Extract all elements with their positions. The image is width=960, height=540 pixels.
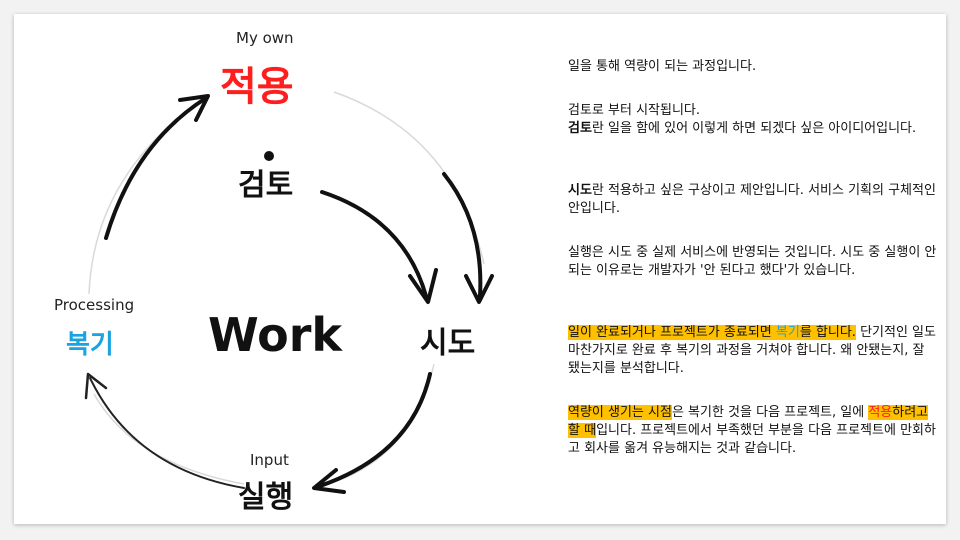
execute-title: 실행 [238,480,294,515]
slide: My own 적용 검토 시도 Processing 복기 Work Input… [14,14,946,524]
arrow-head-apply-to-try [464,274,494,304]
note-review-line1: 검토로 부터 시작됩니다. [568,103,700,118]
note-reflect-hl-word: 복기 [775,325,800,340]
arrow-execute-to-reflect [89,377,245,489]
work-center-title: Work [208,308,342,362]
arc-left-top [88,98,205,295]
review-title: 검토 [238,168,294,203]
arrow-head-try-to-execute [312,468,346,494]
arc-right-bottom [333,363,435,483]
arrow-head-execute-to-reflect [84,372,108,400]
note-capability: 역량이 생기는 시점은 복기한 것을 다음 프로젝트, 일에 적용하려고 할 때… [568,404,938,458]
arrow-head-review-to-try [408,268,438,304]
note-capability-mid: 은 복기한 것을 다음 프로젝트, 일에 [671,405,869,420]
note-try-term: 시도 [568,183,592,198]
apply-title: 적용 [220,64,294,110]
arrow-review-to-try [320,190,428,298]
note-capability-hl-word: 적용 [868,405,893,420]
cycle-arrows [84,91,494,494]
note-try: 시도란 적용하고 싶은 구상이고 제안입니다. 서비스 기획의 구체적인 안입니… [568,182,938,218]
arc-top-right [333,91,485,265]
note-review: 검토로 부터 시작됩니다. 검토란 일을 함에 있어 이렇게 하면 되겠다 싶은… [568,102,938,138]
note-execute: 실행은 시도 중 실제 서비스에 반영되는 것입니다. 시도 중 실행이 안 되… [568,245,937,278]
note-review-term: 검토 [568,121,592,136]
arc-bottom-left [93,393,245,485]
try-title: 시도 [420,326,476,361]
arrow-apply-to-try [442,172,483,298]
note-reflect-hl-a: 일이 완료되거나 프로젝트가 종료되면 [568,325,776,340]
arrow-head-reflect-to-apply [178,94,210,122]
reflect-caption: Processing [54,296,135,314]
note-capability-text: 입니다. 프로젝트에서 부족했던 부분을 다음 프로젝트에 만회하고 회사를 옮… [568,423,936,456]
note-reflect-text: 단기적인 일도 마찬가지로 완료 후 복기의 과정을 거쳐야 합니다. 왜 안됐… [568,325,936,376]
reflect-title: 복기 [66,330,114,360]
arrow-reflect-to-apply [104,96,208,240]
work-cycle-diagram: My own 적용 검토 시도 Processing 복기 Work Input… [14,14,546,524]
note-review-text: 란 일을 함에 있어 이렇게 하면 되겠다 싶은 아이디어입니다. [591,121,917,136]
note-reflect-highlight: 일이 완료되거나 프로젝트가 종료되면 복기를 합니다. [568,325,856,340]
apply-caption: My own [236,29,294,47]
note-process: 일을 통해 역량이 되는 과정입니다. [568,59,757,74]
execute-caption: Input [250,451,289,469]
note-try-text: 란 적용하고 싶은 구상이고 제안입니다. 서비스 기획의 구체적인 안입니다. [568,183,936,216]
arrow-try-to-execute [318,372,432,488]
note-reflect: 일이 완료되거나 프로젝트가 종료되면 복기를 합니다. 단기적인 일도 마찬가… [568,324,938,378]
start-dot [264,151,274,161]
note-review-def: 검토란 일을 함에 있어 이렇게 하면 되겠다 싶은 아이디어입니다. [568,120,938,138]
note-reflect-hl-b: 를 합니다. [799,325,856,340]
note-capability-hl-a: 역량이 생기는 시점 [568,405,672,420]
